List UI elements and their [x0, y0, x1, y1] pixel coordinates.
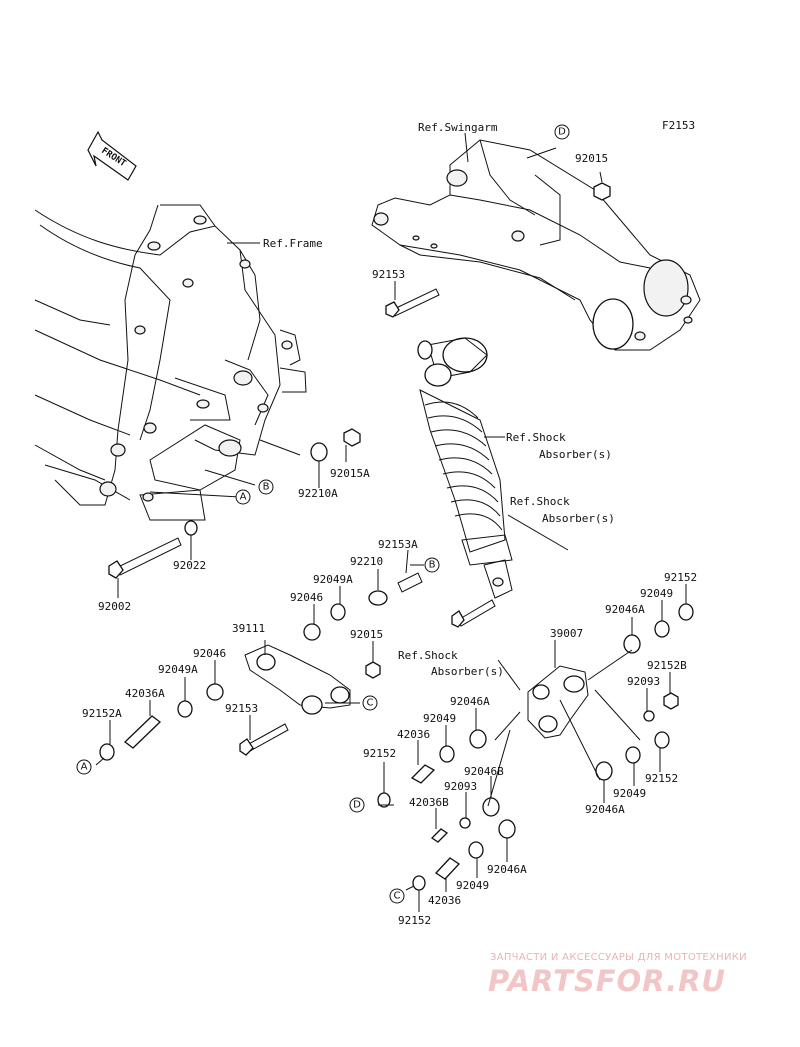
callout-D-1: D	[554, 124, 570, 140]
ref-shock-label-2a: Ref.Shock	[510, 495, 570, 508]
diagram-code: F2153	[662, 119, 695, 132]
small-parts	[99, 182, 694, 891]
part-label: 92153	[372, 268, 405, 281]
part-label: 92152	[363, 747, 396, 760]
svg-text:C: C	[367, 698, 374, 709]
ref-frame-label: Ref.Frame	[263, 237, 323, 250]
svg-text:B: B	[429, 560, 436, 571]
svg-text:C: C	[394, 891, 401, 902]
part-label: 42036A	[125, 687, 165, 700]
shock-absorber-illustration	[417, 337, 513, 599]
callout-A-2: A	[76, 759, 92, 775]
svg-text:D: D	[353, 800, 361, 811]
part-label: 92093	[627, 675, 660, 688]
svg-text:B: B	[263, 482, 270, 493]
part-label: 92015	[350, 628, 383, 641]
ref-shock-label-1b: Absorber(s)	[539, 448, 612, 461]
callout-B-2: B	[424, 557, 440, 573]
part-label: 92152A	[82, 707, 122, 720]
front-arrow-icon: FRONT	[87, 130, 137, 181]
part-label: 92153	[225, 702, 258, 715]
callout-D-2: D	[349, 797, 365, 813]
part-label: 92002	[98, 600, 131, 613]
part-label: 92152B	[647, 659, 687, 672]
part-label: 92046B	[464, 765, 504, 778]
leader-lines	[95, 132, 687, 912]
callout-C-1: C	[362, 695, 378, 711]
part-label: 92049	[423, 712, 456, 725]
ref-shock-label-3b: Absorber(s)	[431, 665, 504, 678]
part-label: 92049A	[158, 663, 198, 676]
rocker-arm-39007	[527, 665, 589, 739]
part-label: 92046	[290, 591, 323, 604]
part-label: 92152	[664, 571, 697, 584]
part-label: 92153A	[378, 538, 418, 551]
part-label: 42036B	[409, 796, 449, 809]
svg-text:A: A	[81, 762, 88, 773]
part-label: 92046	[193, 647, 226, 660]
part-label: 92210	[350, 555, 383, 568]
part-number-labels: 92015 92153 92015A 92210A 92022 92002 92…	[82, 152, 697, 927]
part-label: 92152	[645, 772, 678, 785]
part-label: 92046A	[585, 803, 625, 816]
part-label: 92152	[398, 914, 431, 927]
ref-shock-label-1a: Ref.Shock	[506, 431, 566, 444]
svg-text:A: A	[240, 492, 247, 503]
part-label: 92046A	[487, 863, 527, 876]
ref-swingarm-label: Ref.Swingarm	[418, 121, 498, 134]
ref-shock-label-2b: Absorber(s)	[542, 512, 615, 525]
part-label: 92046A	[605, 603, 645, 616]
swingarm-illustration	[371, 139, 701, 351]
part-label: 92049	[456, 879, 489, 892]
part-label: 92015	[575, 152, 608, 165]
part-label: 92049	[640, 587, 673, 600]
part-label: 92049A	[313, 573, 353, 586]
svg-text:D: D	[558, 127, 566, 138]
part-label: 92022	[173, 559, 206, 572]
tie-rod-39111	[244, 644, 351, 715]
part-label: 92210A	[298, 487, 338, 500]
part-label: 39007	[550, 627, 583, 640]
watermark-brand-logo: PARTSFOR.RU	[488, 964, 726, 998]
part-label: 92093	[444, 780, 477, 793]
part-label: 92046A	[450, 695, 490, 708]
part-label: 42036	[428, 894, 461, 907]
part-label: 92049	[613, 787, 646, 800]
part-label: 92015A	[330, 467, 370, 480]
ref-shock-label-3a: Ref.Shock	[398, 649, 458, 662]
callout-B-1: B	[258, 479, 274, 495]
part-label: 39111	[232, 622, 265, 635]
callout-A-1: A	[235, 489, 251, 505]
frame-illustration	[34, 204, 307, 521]
callout-C-2: C	[389, 888, 405, 904]
watermark-subtitle: ЗАПЧАСТИ И АКСЕССУАРЫ ДЛЯ МОТОТЕХНИКИ	[490, 952, 747, 963]
part-label: 42036	[397, 728, 430, 741]
